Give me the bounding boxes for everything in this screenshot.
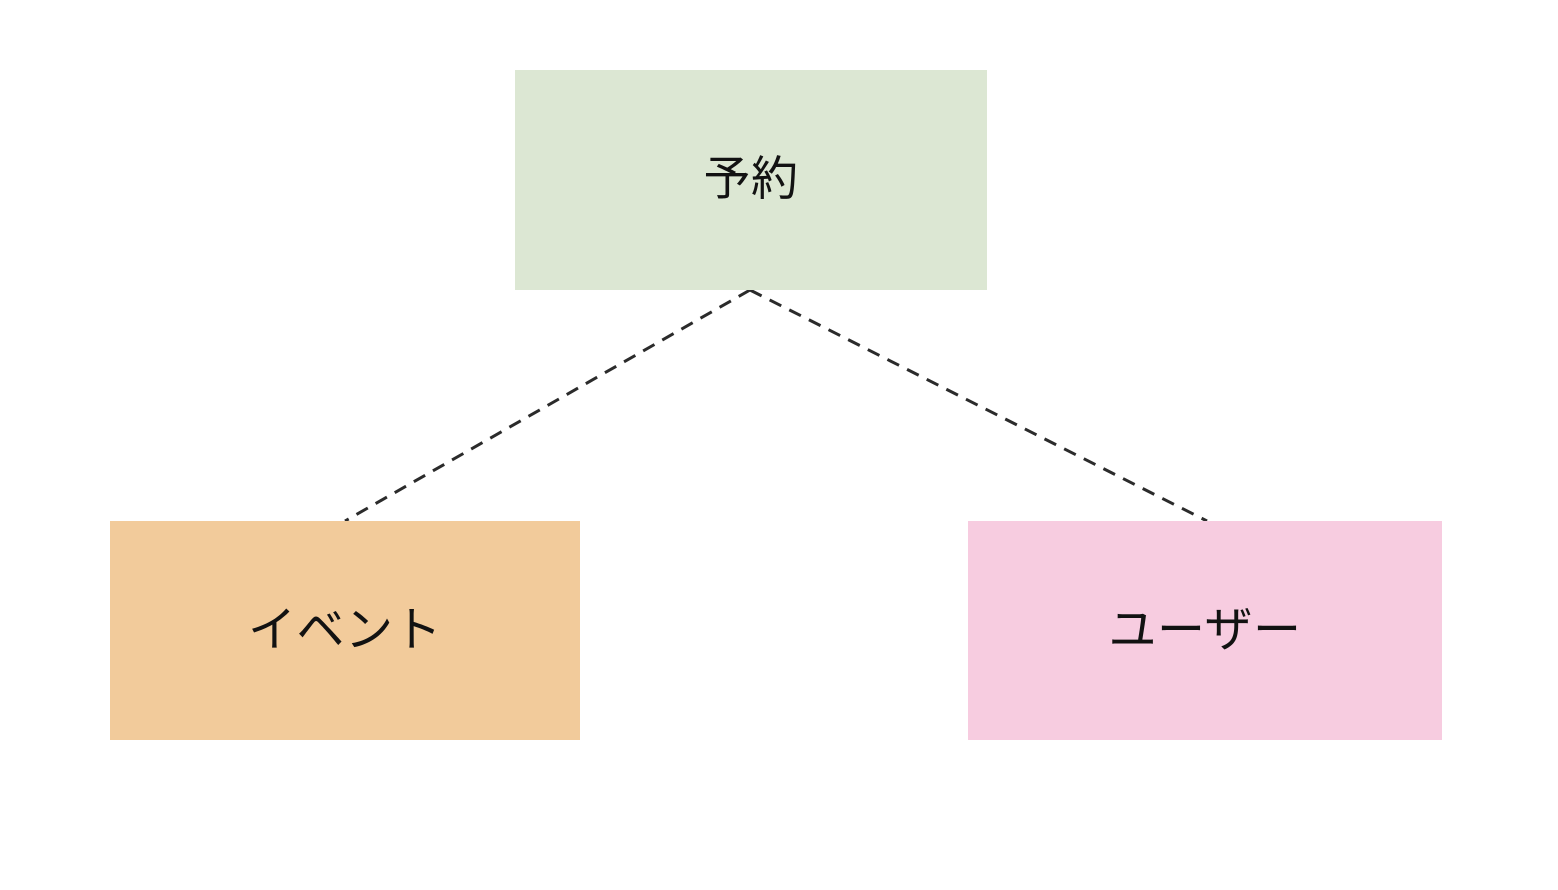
node-user-label: ユーザー [1108, 602, 1302, 659]
edge-reservation-to-user [749, 288, 1208, 523]
node-event-label: イベント [247, 602, 442, 659]
node-event[interactable]: イベント [110, 521, 580, 740]
edge-reservation-to-event [344, 288, 751, 523]
node-reservation-label: 予約 [703, 152, 799, 208]
node-user[interactable]: ユーザー [968, 521, 1442, 740]
node-reservation[interactable]: 予約 [515, 70, 987, 290]
